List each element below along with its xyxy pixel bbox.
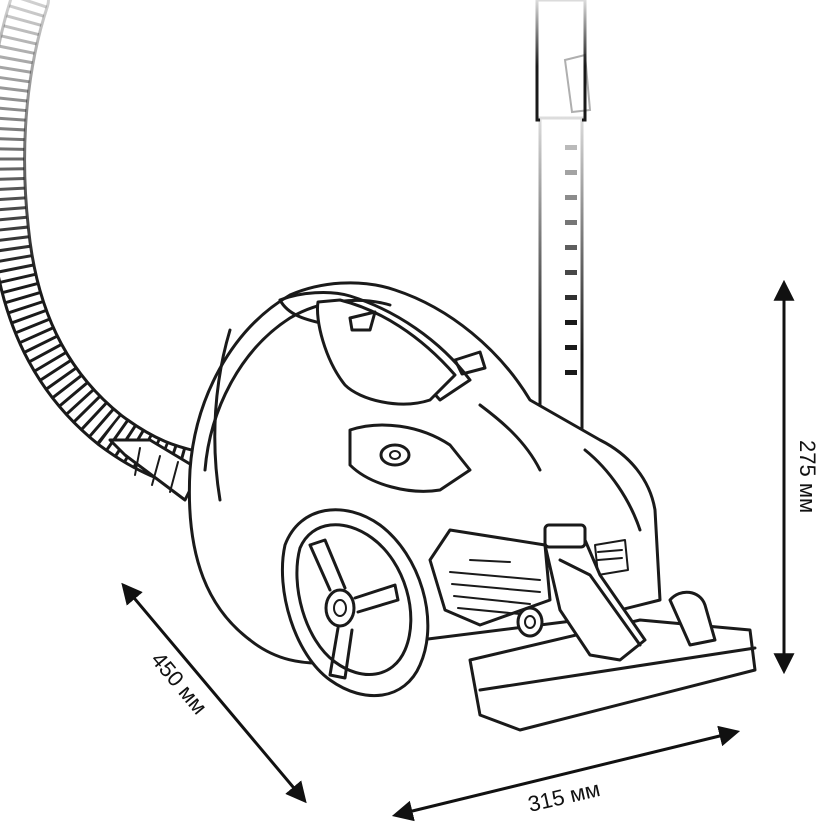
dimension-height: 275 мм	[773, 279, 820, 675]
depth-label: 450 мм	[146, 647, 212, 719]
dimension-width: 315 мм	[391, 725, 741, 822]
height-label: 275 мм	[795, 440, 820, 513]
width-arrow	[391, 725, 741, 822]
tube-notches	[565, 145, 577, 375]
depth-arrow	[121, 582, 307, 804]
hose	[0, 0, 215, 502]
wheel	[280, 508, 430, 698]
floor-nozzle	[468, 523, 757, 732]
width-label: 315 мм	[526, 776, 603, 817]
